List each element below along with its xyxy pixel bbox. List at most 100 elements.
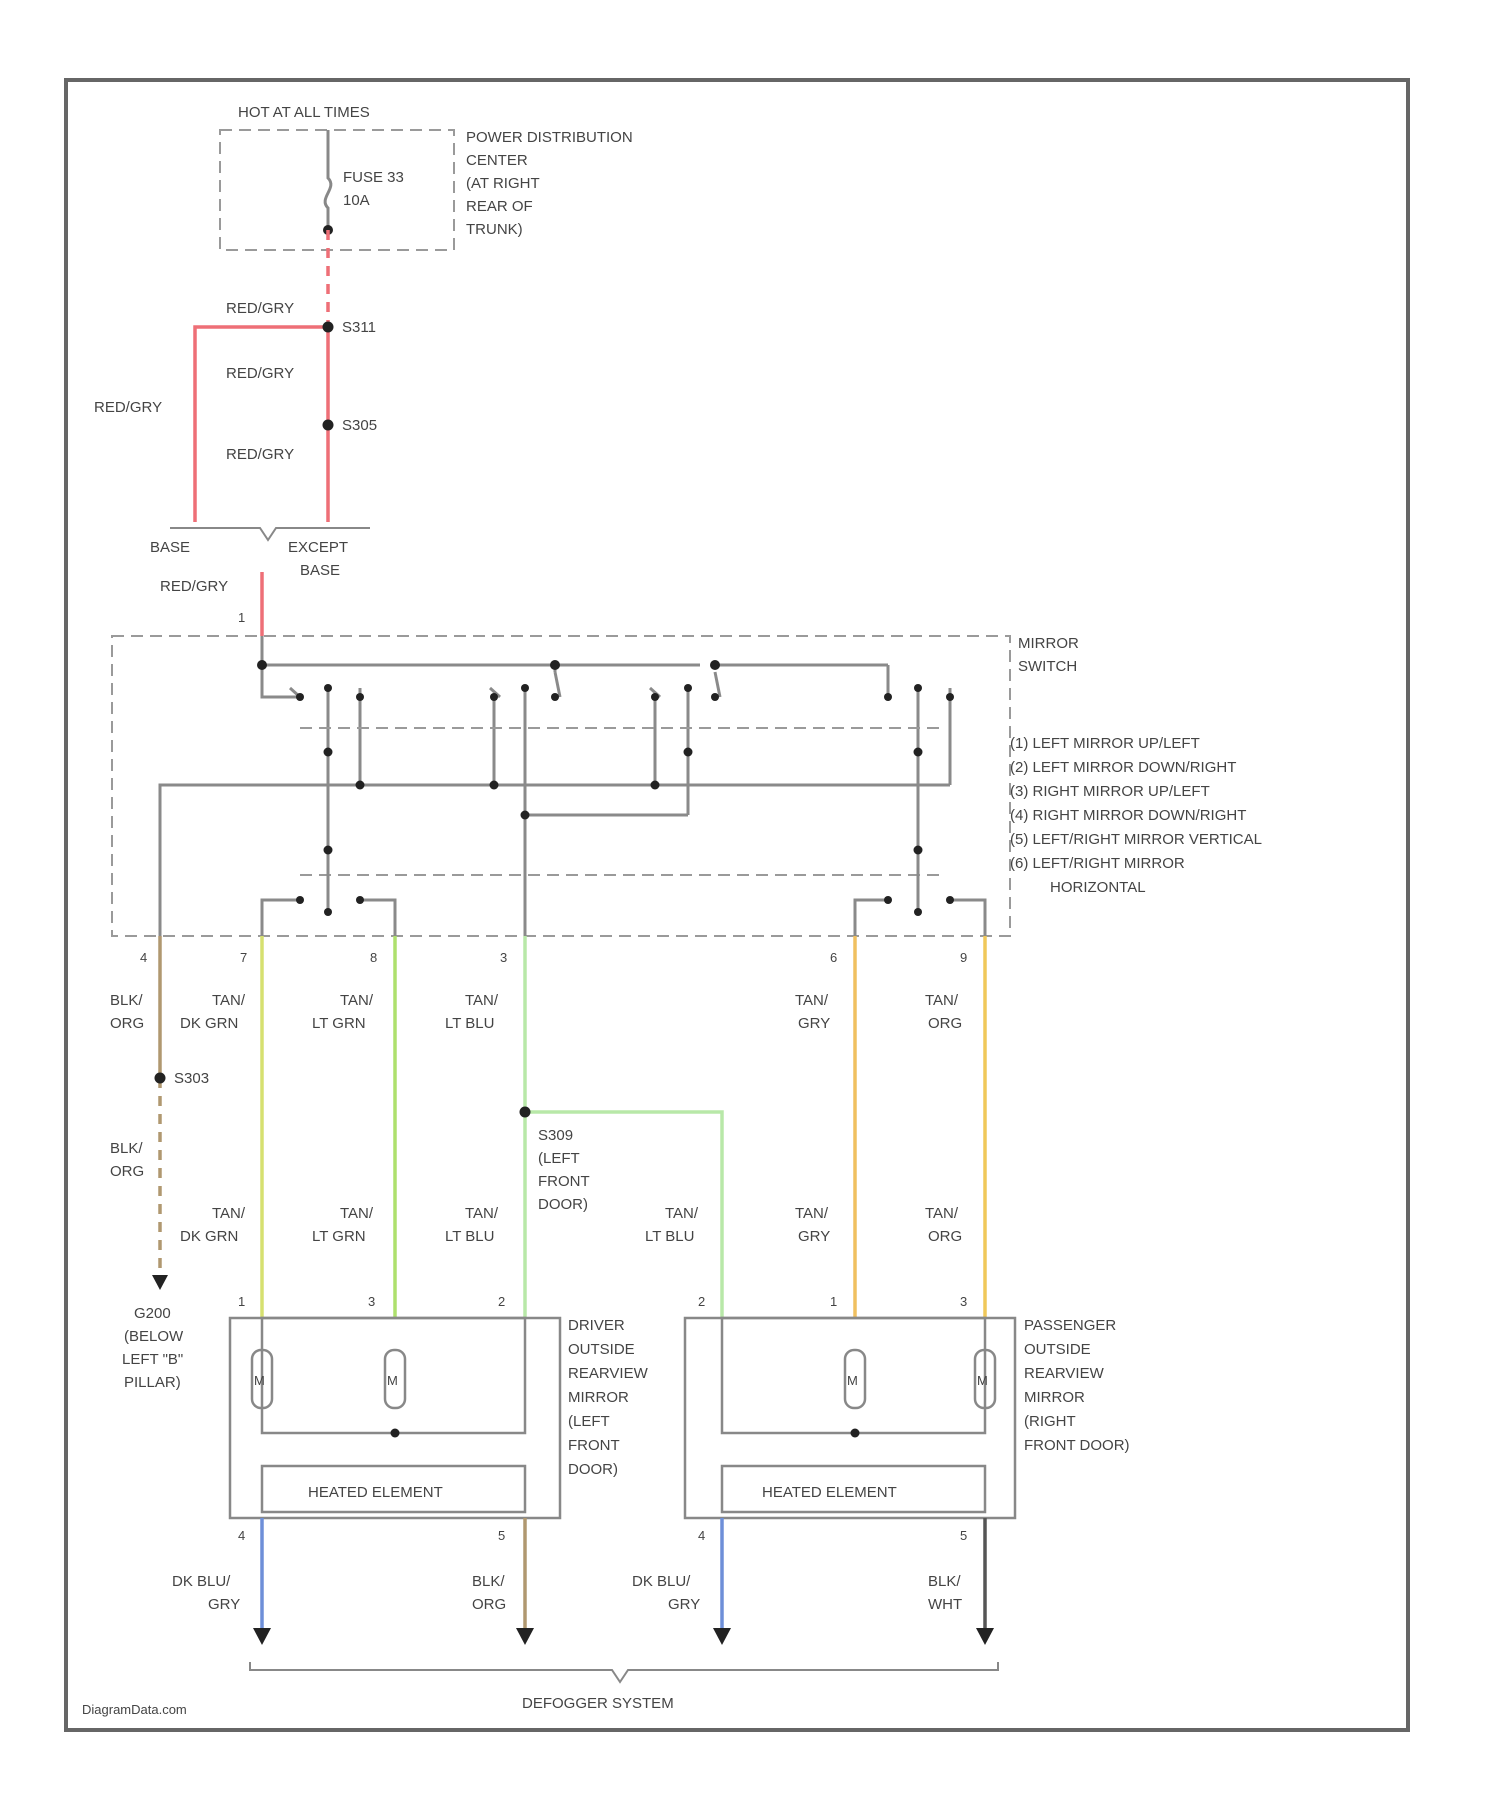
red-wire-base [195,327,328,522]
wire-label-tan-lt-blu-b1: TAN/ [465,1205,499,1222]
defogger-brace [250,1662,998,1682]
power-section: HOT AT ALL TIMES FUSE 33 10A POWER DISTR… [220,104,633,250]
driver-mirror: 1 3 2 M M HEATED ELEMENT DRIVER OUTSIDE … [230,1294,649,1543]
driver-label-3: REARVIEW [568,1365,649,1382]
legend-1: (1) LEFT MIRROR UP/LEFT [1010,735,1200,752]
switch-pin-7: 7 [240,950,247,965]
splice-s309-4: DOOR) [538,1196,588,1213]
wire-label-tan-lt-blu-c2: LT BLU [645,1228,694,1245]
wire-label-tan-lt-blu-b2: LT BLU [445,1228,494,1245]
passenger-label-4: MIRROR [1024,1389,1085,1406]
wire-label-tan-org-b1: TAN/ [925,1205,959,1222]
wire-label-tan-gry-a2: GRY [798,1015,830,1032]
driver-label-5: (LEFT [568,1413,610,1430]
wire-label-dk-blu-gry-2b: GRY [668,1596,700,1613]
ground-g200-3: LEFT "B" [122,1351,183,1368]
red-gry-circuit: S311 S305 RED/GRY RED/GRY RED/GRY RED/GR… [94,230,377,636]
switch-pin-8: 8 [370,950,377,965]
wire-label-red-gry-4: RED/GRY [226,446,294,463]
ground-g200-1: G200 [134,1305,171,1322]
pdc-label-3: (AT RIGHT [466,175,540,192]
driver-pin-4: 4 [238,1528,245,1543]
option-except-base-1: EXCEPT [288,539,348,556]
driver-label-1: DRIVER [568,1317,625,1334]
defogger-wires: DK BLU/ GRY BLK/ ORG DK BLU/ GRY BLK/ WH… [172,1518,998,1712]
wire-label-blk-wht-b: WHT [928,1596,962,1613]
driver-heated-label: HEATED ELEMENT [308,1484,443,1501]
mirror-switch-title-1: MIRROR [1018,635,1079,652]
option-except-base-2: BASE [300,562,340,579]
wire-label-tan-lt-blu-c1: TAN/ [665,1205,699,1222]
wire-label-tan-org-a1: TAN/ [925,992,959,1009]
driver-motor-1: M [254,1373,265,1388]
wire-label-tan-lt-grn-b1: TAN/ [340,1205,374,1222]
wire-label-tan-dk-grn-a2: DK GRN [180,1015,238,1032]
arrow-4-icon [976,1628,994,1645]
driver-label-4: MIRROR [568,1389,629,1406]
legend-2: (2) LEFT MIRROR DOWN/RIGHT [1010,759,1236,776]
driver-label-7: DOOR) [568,1461,618,1478]
ground-g200-icon [152,1275,168,1290]
fuse-label: FUSE 33 [343,169,404,186]
passenger-label-6: FRONT DOOR) [1024,1437,1130,1454]
pdc-label-4: REAR OF [466,198,533,215]
splice-s305: S305 [342,417,377,434]
driver-pin-3: 3 [368,1294,375,1309]
mirror-switch-title-2: SWITCH [1018,658,1077,675]
passenger-mirror: 2 1 3 M M HEATED ELEMENT PASSENGER OUTSI… [685,1294,1130,1543]
passenger-pin-2: 2 [698,1294,705,1309]
watermark: DiagramData.com [82,1702,187,1717]
ground-g200-4: PILLAR) [124,1374,181,1391]
driver-label-2: OUTSIDE [568,1341,635,1358]
wire-label-blk-org-a2: ORG [110,1015,144,1032]
wire-label-red-gry-2: RED/GRY [226,365,294,382]
splice-s303: S303 [174,1070,209,1087]
passenger-motor-1: M [847,1373,858,1388]
hot-at-all-times-label: HOT AT ALL TIMES [238,104,370,121]
passenger-pin-1: 1 [830,1294,837,1309]
wire-label-blk-org-a1: BLK/ [110,992,143,1009]
driver-pin-2: 2 [498,1294,505,1309]
splice-s309-1: S309 [538,1127,573,1144]
passenger-label-3: REARVIEW [1024,1365,1105,1382]
switch-pin-4: 4 [140,950,147,965]
switch-pin-3: 3 [500,950,507,965]
wire-label-tan-gry-a1: TAN/ [795,992,829,1009]
splice-s309-3: FRONT [538,1173,590,1190]
wire-label-tan-gry-b1: TAN/ [795,1205,829,1222]
arrow-2-icon [516,1628,534,1645]
driver-pin-1: 1 [238,1294,245,1309]
output-wires: S303 BLK/ ORG BLK/ ORG G200 (BELOW LEFT … [110,936,985,1391]
wire-label-tan-dk-grn-b2: DK GRN [180,1228,238,1245]
switch-pin-9: 9 [960,950,967,965]
passenger-motor-2: M [977,1373,988,1388]
wire-label-tan-dk-grn-b1: TAN/ [212,1205,246,1222]
passenger-label-5: (RIGHT [1024,1413,1076,1430]
driver-motor-2: M [387,1373,398,1388]
wire-label-red-gry-3: RED/GRY [94,399,162,416]
splice-s311: S311 [342,319,376,336]
passenger-pin-5: 5 [960,1528,967,1543]
legend-3: (3) RIGHT MIRROR UP/LEFT [1010,783,1210,800]
pdc-label-1: POWER DISTRIBUTION [466,129,633,146]
ground-g200-2: (BELOW [124,1328,184,1345]
wire-label-blk-org-b2: ORG [110,1163,144,1180]
splice-s309-2: (LEFT [538,1150,580,1167]
pdc-box [220,130,454,250]
passenger-heated-label: HEATED ELEMENT [762,1484,897,1501]
wire-label-tan-lt-grn-a2: LT GRN [312,1015,366,1032]
passenger-label-2: OUTSIDE [1024,1341,1091,1358]
switch-pin-1: 1 [238,610,245,625]
driver-label-6: FRONT [568,1437,620,1454]
mirror-switch: MIRROR SWITCH [112,635,1262,940]
wire-label-blk-org-2a: BLK/ [472,1573,505,1590]
wire-label-tan-org-b2: ORG [928,1228,962,1245]
passenger-pin-4: 4 [698,1528,705,1543]
wire-label-blk-org-b1: BLK/ [110,1140,143,1157]
wire-label-red-gry-1: RED/GRY [226,300,294,317]
legend-4: (4) RIGHT MIRROR DOWN/RIGHT [1010,807,1246,824]
legend-5: (5) LEFT/RIGHT MIRROR VERTICAL [1010,831,1262,848]
passenger-label-1: PASSENGER [1024,1317,1116,1334]
wire-label-blk-wht-a: BLK/ [928,1573,961,1590]
